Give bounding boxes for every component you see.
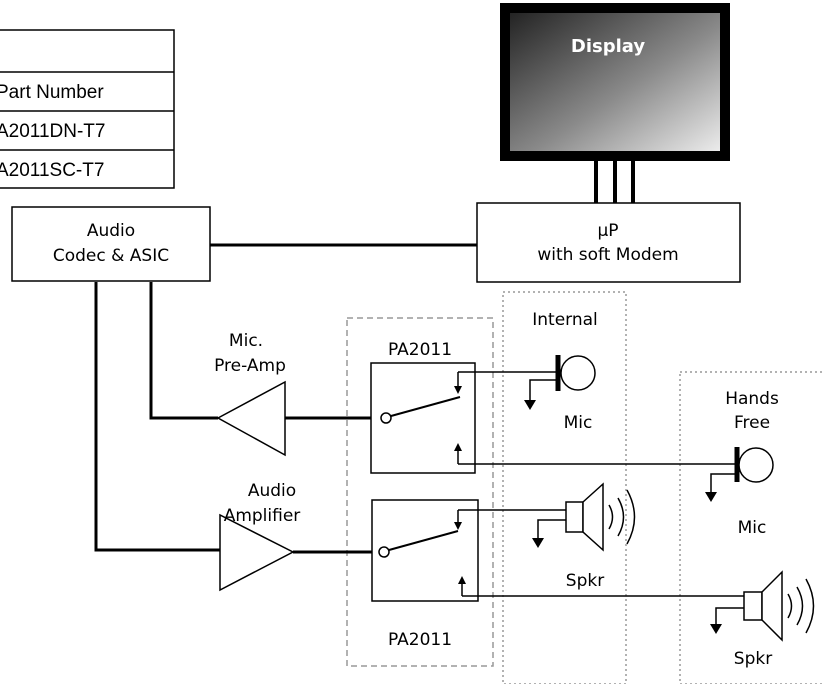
switch-top-label: PA2011 — [388, 340, 452, 360]
table-border — [0, 29, 175, 189]
codec-to-amp-wire — [94, 282, 220, 552]
internal-spkr-label: Spkr — [566, 571, 604, 591]
internal-group-border — [502, 291, 627, 684]
processor-box — [476, 202, 741, 283]
processor-block: µP with soft Modem — [476, 202, 741, 283]
audio-amplifier: Audio Amplifier — [219, 481, 301, 592]
processor-label-line1: µP — [597, 221, 618, 241]
pa2011-group-border — [346, 317, 494, 667]
amp-label-line1: Audio — [248, 481, 296, 501]
preamp-label-line1: Mic. — [229, 331, 263, 351]
switch-top: PA2011 — [370, 340, 476, 474]
internal-speaker-icon — [532, 482, 636, 552]
preamp-triangle — [216, 380, 286, 457]
handsfree-speaker-icon — [710, 570, 815, 642]
internal-mic-icon — [524, 355, 596, 410]
internal-mic-label: Mic — [564, 413, 593, 433]
codec-box — [11, 206, 211, 282]
codec-label-line1: Audio — [87, 221, 135, 241]
display-block: Display — [500, 3, 730, 161]
handsfree-mic-icon — [705, 447, 774, 502]
switch-bottom-arm — [388, 530, 459, 551]
hands-free-label-line2: Free — [734, 413, 770, 433]
preamp-label-line2: Pre-Amp — [214, 356, 286, 376]
processor-label-line2: with soft Modem — [537, 245, 678, 265]
mic-preamp: Mic. Pre-Amp — [214, 331, 286, 457]
switch-top-arm — [390, 396, 461, 417]
switch-bottom-label: PA2011 — [388, 630, 452, 650]
table-cell-part-1: A2011DN-T7 — [0, 121, 105, 142]
codec-label-line2: Codec & ASIC — [53, 246, 169, 266]
table-cell-header: Part Number — [0, 82, 104, 103]
display-label: Display — [571, 36, 645, 57]
hands-free-group-border — [679, 371, 825, 684]
codec-to-preamp-wire — [149, 282, 218, 420]
switch-top-pivot — [380, 412, 392, 424]
display-screen — [500, 3, 730, 161]
switch-bottom-pivot — [378, 546, 390, 558]
table-cell-part-2: A2011SC-T7 — [0, 160, 104, 181]
codec-block: Audio Codec & ASIC — [11, 206, 211, 282]
display-bus — [594, 156, 635, 203]
handsfree-mic-label: Mic — [738, 518, 767, 538]
internal-label: Internal — [532, 310, 598, 330]
handsfree-spkr-label: Spkr — [734, 649, 772, 669]
amp-label-line2: Amplifier — [224, 506, 301, 526]
hands-free-label-line1: Hands — [725, 389, 779, 409]
part-number-table: Part Number A2011DN-T7 A2011SC-T7 — [0, 29, 175, 189]
amp-triangle — [219, 513, 295, 592]
switch-bottom: PA2011 — [371, 499, 479, 650]
